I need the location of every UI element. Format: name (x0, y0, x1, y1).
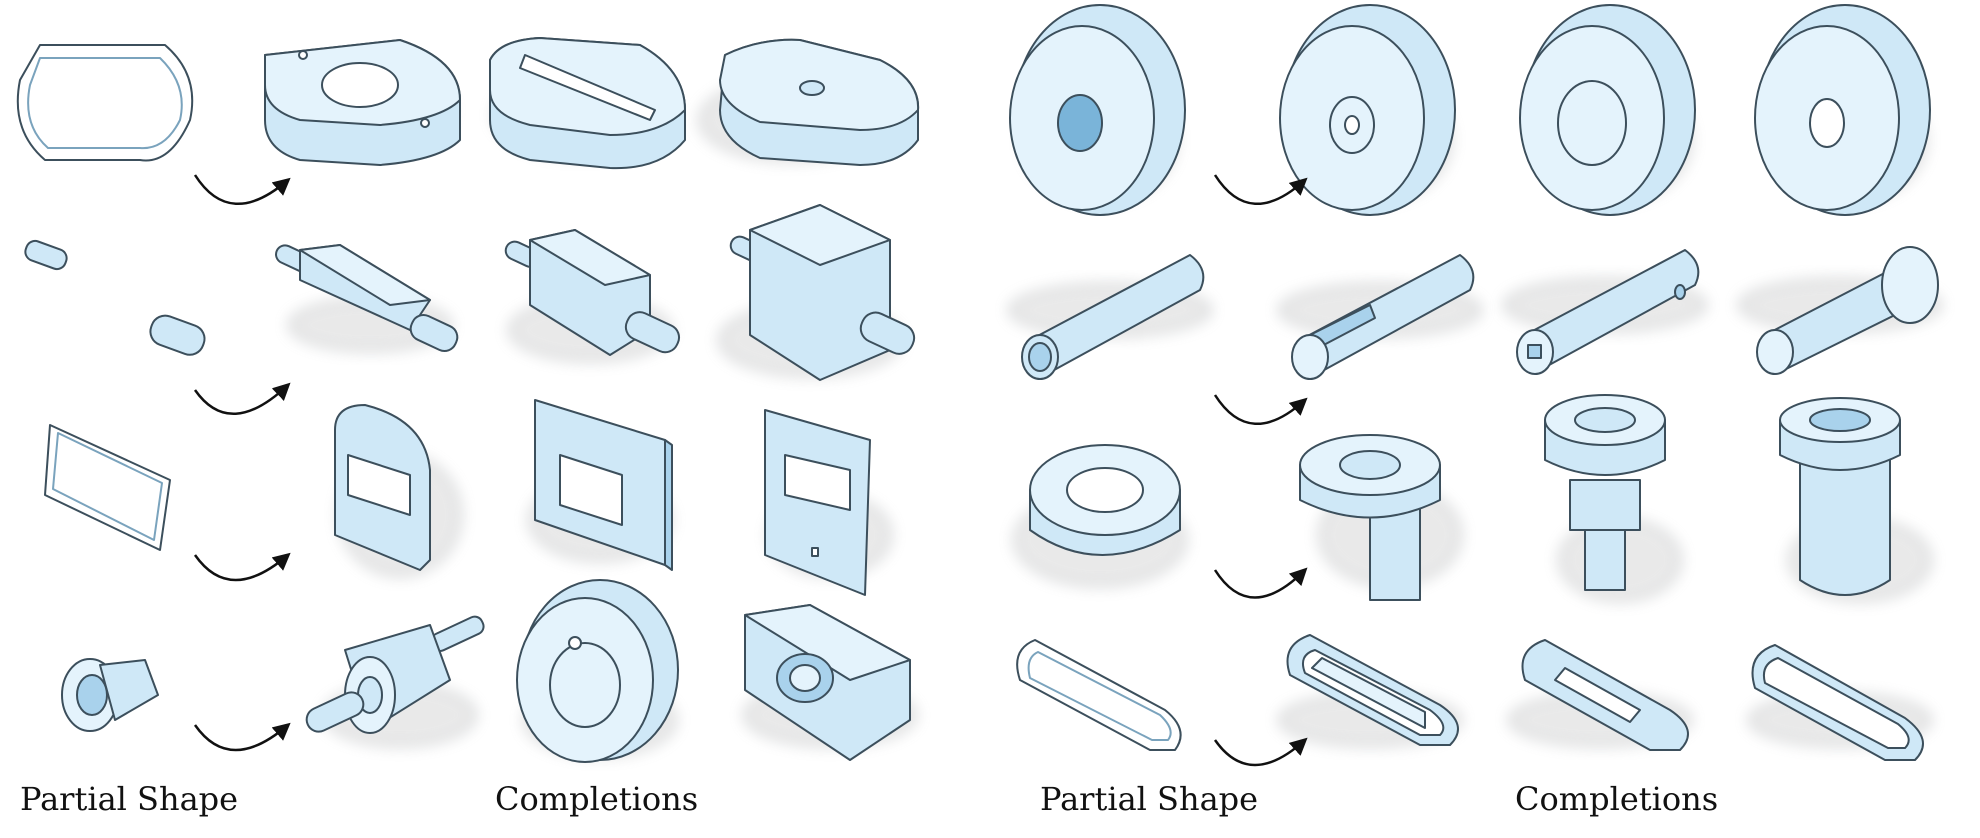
left-row2-completion-2 (504, 229, 681, 361)
left-row1-partial-shape (16, 44, 194, 162)
left-row4-completion-3 (744, 604, 916, 761)
left-row3-completion-1 (334, 404, 461, 576)
left-row1-completion-3 (699, 38, 920, 166)
right-row2-completion-2 (1504, 249, 1706, 375)
left-row4-partial-shape (61, 658, 159, 732)
left-row4-completion-2 (516, 579, 679, 763)
right-completions-label: Completions (1515, 780, 1719, 818)
right-row3-completion-1 (1299, 434, 1461, 601)
left-completions-label: Completions (495, 780, 699, 818)
right-row3-completion-2 (1544, 394, 1681, 601)
right-row4-completion-2 (1509, 639, 1691, 751)
right-row4-partial-shape (1016, 639, 1182, 751)
right-row4-completion-3 (1749, 644, 1931, 761)
right-row3-completion-3 (1779, 397, 1931, 601)
left-row1-completion-2 (489, 37, 686, 170)
left-row3-partial-shape (44, 424, 171, 551)
right-row1-completion-3 (1754, 4, 1931, 216)
left-row2-completion-1 (275, 244, 459, 352)
left-row1-completion-1 (264, 39, 461, 166)
right-partial-shape-label: Partial Shape (1040, 780, 1259, 818)
left-row3-completion-3 (764, 409, 891, 596)
left-row3-completion-2 (529, 399, 673, 571)
right-row1-partial-shape (1009, 4, 1186, 216)
left-row2-completion-3 (719, 204, 916, 381)
right-row2-partial-shape (1009, 254, 1211, 380)
left-row4-completion-1 (305, 615, 485, 746)
right-row3-partial-shape (1014, 444, 1186, 586)
right-row2-completion-3 (1739, 246, 1941, 375)
right-row2-completion-1 (1279, 254, 1481, 380)
right-row1-completion-2 (1519, 4, 1696, 216)
left-partial-shape-label: Partial Shape (20, 780, 239, 818)
right-row4-completion-1 (1279, 634, 1461, 746)
left-row2-partial-shape (24, 239, 206, 356)
right-row1-completion-1 (1279, 4, 1456, 216)
